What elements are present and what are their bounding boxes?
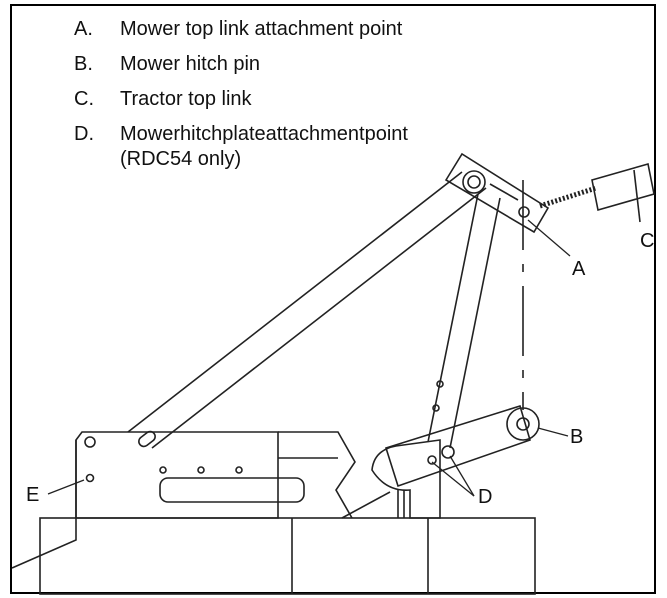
callout-c: C — [640, 230, 655, 252]
legend-item-a: A. Mower top link attachment point — [74, 18, 408, 53]
callout-b: B — [570, 426, 584, 448]
mower-deck-housing — [39, 517, 536, 595]
legend-item-b: B. Mower hitch pin — [74, 53, 408, 88]
legend-key: D. — [74, 123, 94, 145]
legend-item-c: C. Tractor top link — [74, 88, 408, 123]
legend-text: Mowerhitchplateattachmentpoint — [120, 123, 408, 145]
callout-d: D — [478, 486, 493, 508]
legend-text: Tractor top link — [120, 88, 252, 110]
legend-key: B. — [74, 53, 93, 75]
legend-item-d: D. Mowerhitchplateattachmentpoint — [74, 123, 408, 158]
legend-text: Mower hitch pin — [120, 53, 261, 75]
tractor-top-link — [539, 162, 655, 223]
callout-e: E — [26, 484, 40, 506]
figure-frame — [10, 4, 656, 594]
vertical-strut — [427, 193, 501, 449]
callout-a: A — [572, 258, 586, 280]
parts-legend: A. Mower top link attachment point B. Mo… — [74, 18, 408, 171]
legend-note: (RDC54 only) — [120, 148, 242, 170]
upper-arm — [127, 171, 487, 449]
mower-hitch-plate — [11, 431, 391, 569]
top-link-bracket — [444, 152, 550, 234]
legend-text: Mower top link attachment point — [120, 18, 403, 40]
legend-key: A. — [74, 18, 93, 40]
leader-lines — [47, 219, 571, 497]
legend-key: C. — [74, 88, 94, 110]
